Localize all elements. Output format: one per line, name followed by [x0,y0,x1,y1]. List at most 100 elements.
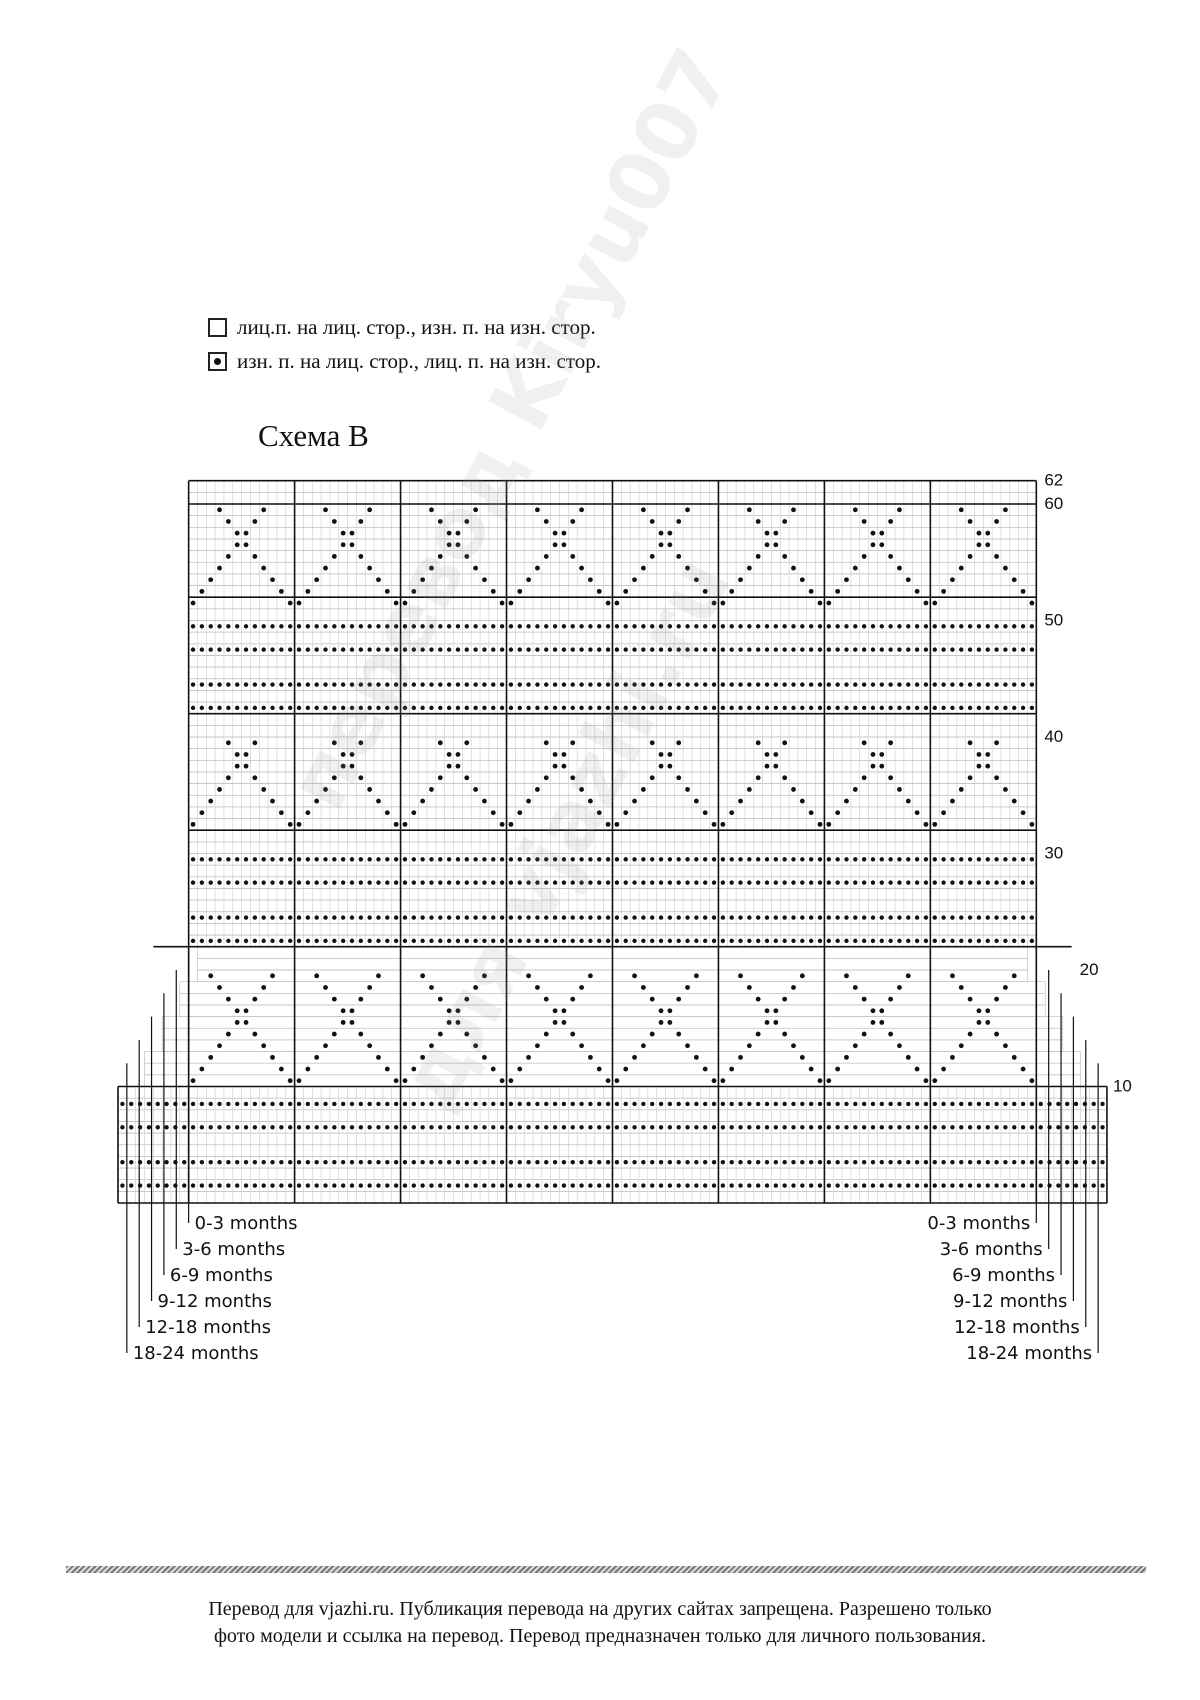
purl-dot [976,1125,982,1130]
pattern-dot [376,577,381,583]
purl-dot [349,682,355,687]
purl-dot [455,682,461,687]
pattern-dot [296,600,302,606]
purl-dot [853,915,858,920]
purl-dot [597,1125,602,1130]
purl-dot [499,624,505,629]
purl-dot [782,880,787,885]
purl-dot [826,938,832,944]
pattern-dot [720,600,726,606]
purl-dot [1091,1101,1096,1107]
pattern-dot [985,752,991,757]
purl-dot [473,647,478,652]
purl-dot [544,682,549,687]
purl-dot [861,857,867,862]
purl-dot [517,1160,522,1165]
purl-dot [614,880,620,885]
purl-dot [270,880,275,885]
purl-dot [199,1183,205,1188]
pattern-dot [384,588,390,594]
purl-dot [279,915,284,920]
purl-dot [393,1160,399,1165]
purl-dot [305,938,311,944]
purl-dot [702,915,708,920]
purl-dot [879,1160,884,1165]
purl-dot [1029,647,1035,652]
purl-dot [941,624,946,629]
purl-dot [888,938,893,944]
purl-dot [455,938,461,944]
purl-dot [552,624,558,629]
purl-dot [932,647,937,652]
purl-dot [914,624,920,629]
purl-dot [711,1101,717,1107]
pattern-dot [782,554,788,559]
pattern-dot [464,740,470,746]
purl-dot [464,915,469,920]
purl-dot [685,705,690,711]
purl-dot [1082,1125,1088,1130]
purl-dot [950,880,955,885]
pattern-dot [234,530,240,536]
purl-dot [226,857,231,862]
pattern-dot [941,588,947,594]
purl-dot [747,1160,752,1165]
purl-dot [482,1183,487,1188]
legend-item-purl: изн. п. на лиц. стор., лиц. п. на изн. с… [208,344,601,378]
pattern-dot [676,519,682,524]
purl-dot [1029,1101,1035,1107]
pattern-dot [852,985,858,990]
purl-dot [393,1183,399,1188]
purl-dot [879,857,884,862]
purl-dot [464,624,469,629]
pattern-dot [905,973,911,979]
pattern-dot [570,554,576,559]
purl-dot [1065,1160,1070,1165]
pattern-dot [287,821,293,827]
purl-dot [438,1101,443,1107]
pattern-dot [552,1020,558,1025]
purl-dot [340,1125,346,1130]
purl-dot [367,705,372,711]
purl-dot [508,938,514,944]
pattern-dot [817,821,823,827]
purl-dot [526,647,531,652]
purl-dot [994,1101,999,1107]
purl-dot [314,938,319,944]
purl-dot [323,1125,328,1130]
purl-dot [906,1183,911,1188]
purl-dot [941,1101,946,1107]
purl-dot [605,880,611,885]
purl-dot [782,705,787,711]
purl-dot [729,647,734,652]
purl-dot [623,1160,628,1165]
purl-dot [614,1101,620,1107]
pattern-dot [437,740,443,746]
purl-dot [402,857,408,862]
purl-dot [473,1160,478,1165]
purl-dot [1082,1183,1088,1188]
purl-dot [332,1125,337,1130]
pattern-dot [835,810,841,816]
purl-dot [923,938,929,944]
purl-dot [720,1160,726,1165]
purl-dot [314,1160,319,1165]
purl-dot [650,880,655,885]
purl-dot [544,705,549,711]
purl-dot [870,647,876,652]
purl-dot [1020,647,1026,652]
pattern-dot [349,1020,355,1025]
purl-dot [773,1125,779,1130]
footer-divider [66,1566,1146,1573]
purl-dot [720,647,726,652]
purl-dot [685,857,690,862]
pattern-dot [331,996,337,1002]
purl-dot [129,1183,134,1188]
purl-dot [217,938,222,944]
pattern-dot [976,763,982,769]
purl-dot [941,1125,946,1130]
purl-dot [411,647,417,652]
pattern-dot [499,1078,505,1084]
purl-dot [1056,1101,1061,1107]
pattern-dot [349,763,355,769]
